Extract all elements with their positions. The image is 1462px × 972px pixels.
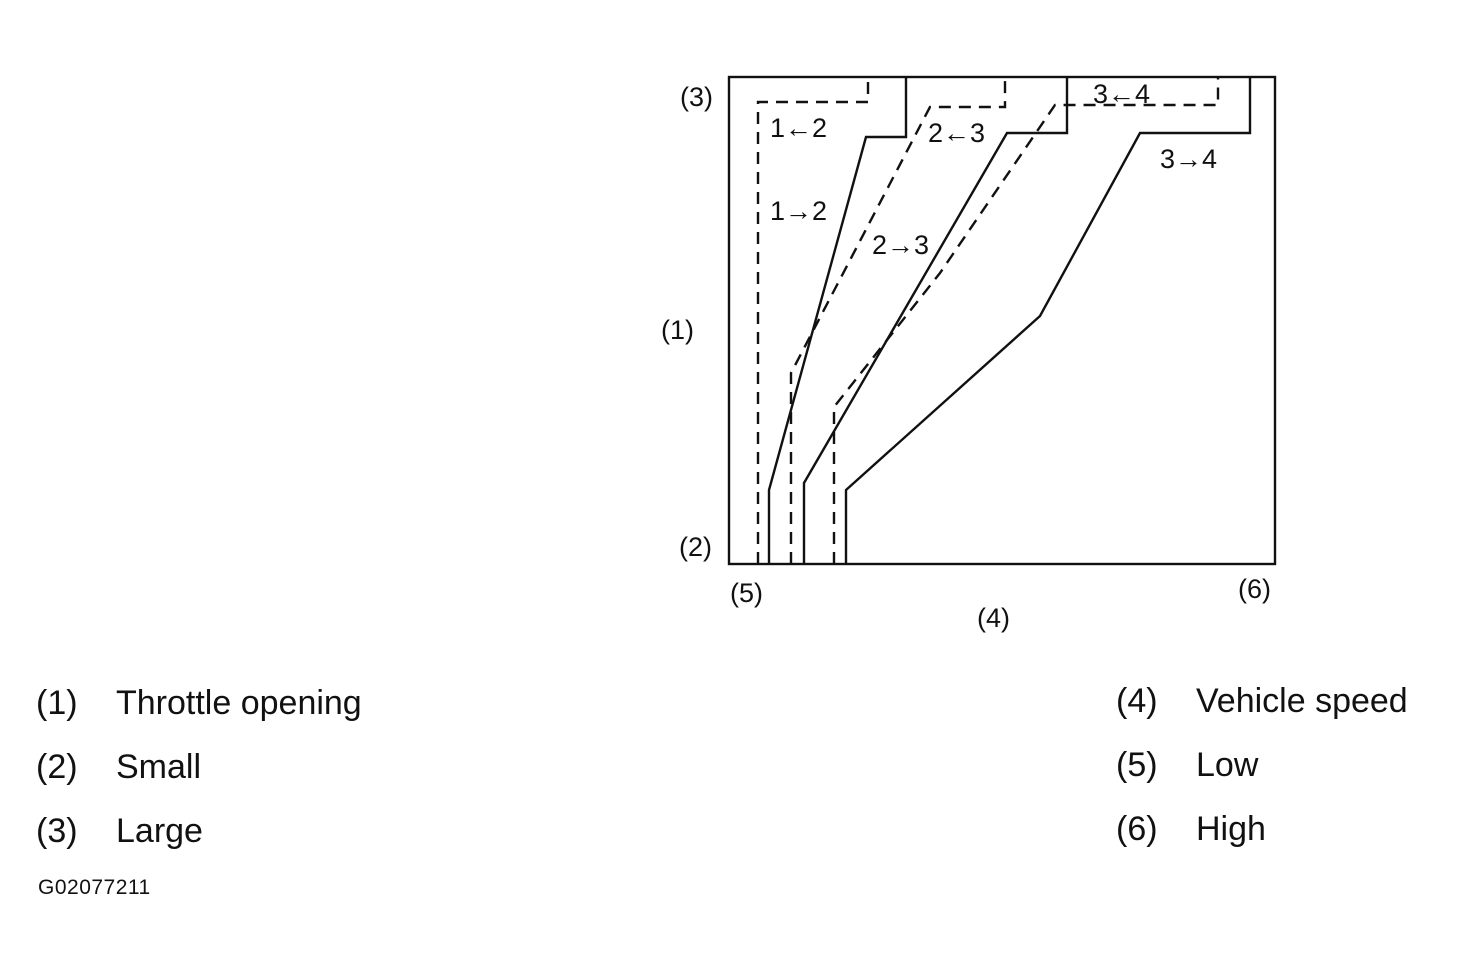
legend-number: (1) (36, 684, 78, 722)
legend-item-small: (2) Small (36, 748, 201, 787)
label-upshift-2-3: 2→3 (872, 230, 929, 260)
downshift-line-2-3 (789, 77, 1007, 564)
callout-y-small: (2) (679, 532, 712, 562)
legend-number: (4) (1116, 682, 1158, 720)
callout-axis-throttle: (1) (661, 315, 694, 345)
legend-item-large: (3) Large (36, 812, 203, 851)
upshift-line-2-3 (802, 77, 1069, 564)
legend-number: (2) (36, 748, 78, 786)
legend-number: (5) (1116, 746, 1158, 784)
callout-x-high: (6) (1238, 574, 1271, 604)
downshift-line-3-4 (832, 77, 1220, 564)
legend-text: Large (116, 812, 203, 850)
upshift-line-1-2 (767, 77, 908, 564)
upshift-line-3-4 (844, 77, 1252, 564)
legend-text: High (1196, 810, 1266, 848)
legend-text: Vehicle speed (1196, 682, 1408, 720)
label-upshift-3-4: 3→4 (1160, 144, 1217, 174)
legend-number: (6) (1116, 810, 1158, 848)
legend-text: Low (1196, 746, 1259, 784)
legend-number: (3) (36, 812, 78, 850)
callout-x-low: (5) (730, 578, 763, 608)
legend-item-low: (5) Low (1116, 746, 1258, 785)
legend-item-high: (6) High (1116, 810, 1266, 849)
callout-y-large: (3) (680, 82, 713, 112)
legend-item-vehicle-speed: (4) Vehicle speed (1116, 682, 1408, 721)
legend-item-throttle-opening: (1) Throttle opening (36, 684, 362, 723)
legend-text: Small (116, 748, 202, 786)
callout-axis-speed: (4) (977, 603, 1010, 633)
label-downshift-1-2: 1←2 (770, 113, 827, 143)
diagram-frame (727, 75, 1277, 566)
label-downshift-3-4: 3←4 (1093, 79, 1150, 109)
figure-id: G02077211 (38, 876, 151, 899)
label-downshift-2-3: 2←3 (928, 118, 985, 148)
label-upshift-1-2: 1→2 (770, 196, 827, 226)
legend-text: Throttle opening (116, 684, 362, 722)
downshift-line-1-2 (756, 77, 870, 564)
